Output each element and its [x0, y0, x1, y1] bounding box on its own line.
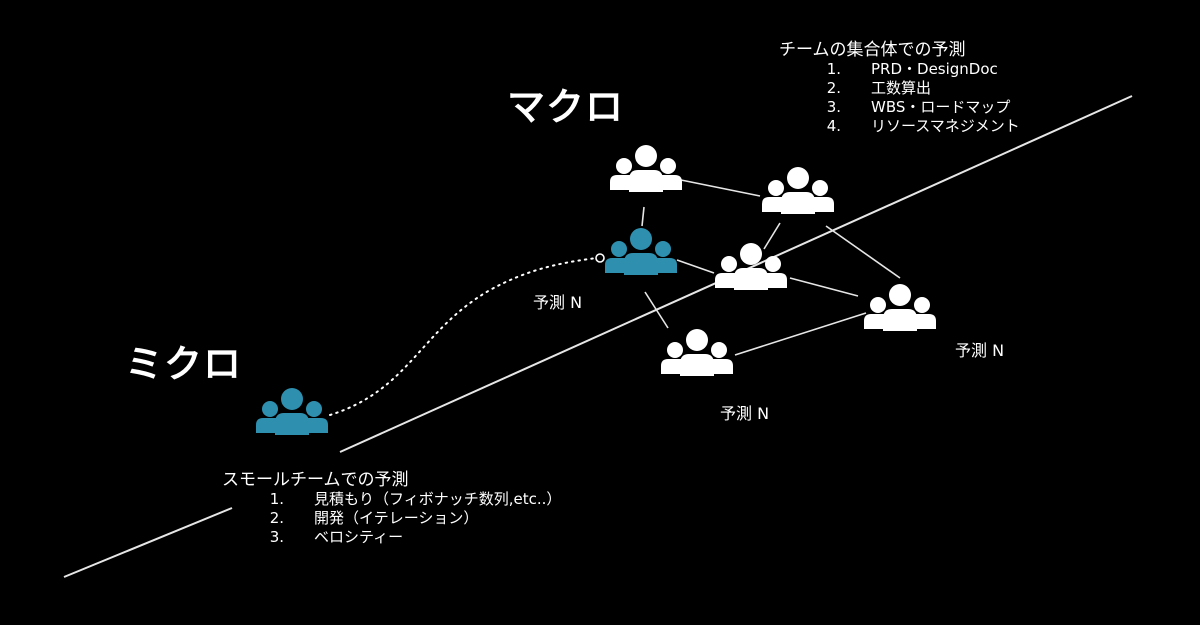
edge: [644, 291, 669, 329]
list-text: 工数算出: [871, 79, 932, 97]
macro-prediction-list: チームの集合体での予測 1. PRD・DesignDoc 2. 工数算出 3. WBS…: [779, 40, 1020, 136]
network-edges: [641, 179, 901, 356]
edge: [789, 277, 859, 297]
edge: [680, 179, 761, 197]
list-text: リソースマネジメント: [871, 117, 1020, 135]
micro-list: 1. 見積もり（フィボナッチ数列,etc..） 2. 開発（イテレーション） 3. ベ…: [222, 490, 562, 547]
list-number: 3.: [826, 98, 841, 116]
team-icon-blue-micro: [256, 388, 328, 435]
list-text: WBS・ロードマップ: [871, 98, 1011, 116]
team-icon-right: [864, 284, 936, 331]
macro-title: マクロ: [507, 85, 625, 129]
micro-list-heading: スモールチームでの予測: [222, 470, 409, 490]
connector-endpoint: [595, 253, 605, 263]
edge: [763, 222, 781, 250]
axis-line-lower: [63, 507, 233, 578]
micro-prediction-list: スモールチームでの予測 1. 見積もり（フィボナッチ数列,etc..） 2. 開発（…: [222, 470, 561, 547]
list-item: 3. ベロシティー: [222, 528, 561, 547]
list-item: 2. 開発（イテレーション）: [222, 509, 561, 528]
list-item: 4. リソースマネジメント: [779, 117, 1020, 136]
list-item: 2. 工数算出: [779, 79, 1020, 98]
prediction-label-blue-team: 予測 N: [533, 293, 583, 312]
list-item: 1. 見積もり（フィボナッチ数列,etc..）: [222, 490, 562, 509]
edge: [734, 312, 867, 356]
list-text: PRD・DesignDoc: [871, 60, 998, 78]
list-number: 4.: [826, 117, 841, 135]
dotted-connector: [329, 257, 598, 416]
list-item: 3. WBS・ロードマップ: [779, 98, 1020, 117]
macro-list-heading: チームの集合体での予測: [779, 40, 966, 60]
list-number: 2.: [269, 509, 284, 527]
list-number: 2.: [826, 79, 841, 97]
edge: [825, 225, 901, 279]
list-number: 3.: [269, 528, 284, 546]
list-text: 開発（イテレーション）: [314, 509, 479, 527]
list-item: 1. PRD・DesignDoc: [779, 60, 1020, 79]
edge: [676, 259, 715, 274]
micro-title: ミクロ: [125, 342, 243, 386]
list-number: 1.: [826, 60, 841, 78]
list-text: 見積もり（フィボナッチ数列,etc..）: [314, 490, 562, 508]
macro-list: 1. PRD・DesignDoc 2. 工数算出 3. WBS・ロードマップ 4. リソ…: [779, 60, 1020, 136]
team-icon-blue-macro: [605, 228, 677, 275]
list-text: ベロシティー: [314, 528, 404, 546]
team-icon-top: [610, 145, 682, 192]
prediction-label-bottom-team: 予測 N: [720, 404, 770, 423]
list-number: 1.: [269, 490, 284, 508]
edge: [641, 206, 645, 227]
prediction-label-right-team: 予測 N: [955, 341, 1005, 360]
team-icon-right-top: [762, 167, 834, 214]
team-icon-bottom: [661, 329, 733, 376]
